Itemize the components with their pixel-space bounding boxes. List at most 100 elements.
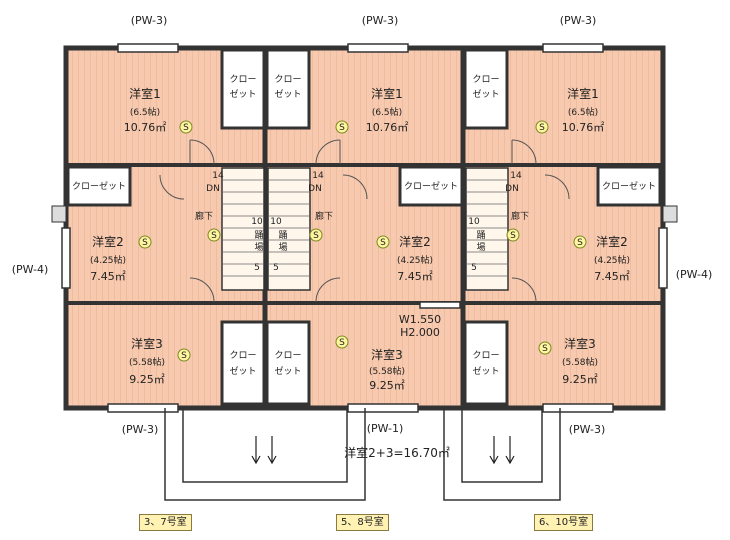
window-height: H2.000: [400, 326, 440, 339]
windows: [61, 43, 668, 413]
room2-unit-a: 洋室2 (4.25帖) 7.45㎡: [90, 234, 126, 283]
svg-text:クローゼット: クローゼット: [602, 180, 656, 192]
svg-text:7.45㎡: 7.45㎡: [594, 270, 630, 283]
window-label-top-right: (PW-3): [560, 14, 597, 27]
room1-unit-b: 洋室1 (6.5帖) 10.76㎡: [366, 86, 409, 134]
staircases: [221, 167, 509, 291]
svg-text:廊下: 廊下: [195, 210, 213, 222]
unit-tag-left: 3、7号室: [139, 514, 192, 531]
svg-text:洋室1: 洋室1: [567, 86, 599, 101]
svg-text:DN: DN: [206, 184, 220, 194]
svg-text:洋室2: 洋室2: [399, 234, 431, 249]
outlet-s: S: [313, 231, 319, 241]
svg-text:ゼット: ゼット: [472, 365, 499, 377]
room2-unit-c: 洋室2 (4.25帖) 7.45㎡: [594, 234, 630, 283]
svg-text:踊: 踊: [476, 230, 485, 241]
svg-text:9.25㎡: 9.25㎡: [369, 379, 405, 392]
room1-unit-a: 洋室1 (6.5帖) 10.76㎡: [124, 86, 167, 134]
outlet-s: S: [539, 123, 545, 133]
svg-text:ゼット: ゼット: [274, 365, 301, 377]
svg-text:10: 10: [251, 217, 263, 227]
window-width: W1.550: [399, 313, 441, 326]
window-label-bottom-center: (PW-1): [367, 422, 404, 435]
svg-text:(4.25帖): (4.25帖): [594, 254, 630, 266]
svg-text:(4.25帖): (4.25帖): [397, 254, 433, 266]
svg-text:クロー: クロー: [274, 74, 301, 85]
svg-text:場: 場: [278, 241, 287, 253]
closets-bottom: [220, 320, 509, 406]
entrance-porches: [164, 408, 561, 501]
svg-text:10: 10: [468, 217, 480, 227]
room1-unit-c: 洋室1 (6.5帖) 10.76㎡: [562, 86, 605, 134]
svg-text:洋室3: 洋室3: [131, 336, 163, 351]
svg-text:9.25㎡: 9.25㎡: [562, 373, 598, 386]
svg-text:洋室1: 洋室1: [371, 86, 403, 101]
svg-text:10.76㎡: 10.76㎡: [366, 121, 409, 134]
stair-treads: [222, 179, 508, 277]
window-label-bottom-left: (PW-3): [122, 423, 159, 436]
hall-labels: 廊下 廊下 廊下 DN DN DN: [195, 184, 529, 222]
svg-text:(4.25帖): (4.25帖): [90, 254, 126, 266]
entrance-arrows: [251, 436, 515, 465]
svg-text:14: 14: [212, 171, 224, 181]
svg-text:踊: 踊: [278, 230, 287, 241]
svg-text:7.45㎡: 7.45㎡: [397, 270, 433, 283]
svg-text:10: 10: [270, 217, 282, 227]
svg-text:ゼット: ゼット: [274, 88, 301, 100]
room3-unit-c: 洋室3 (5.58帖) 9.25㎡: [562, 336, 598, 386]
unit-tag-center: 5、8号室: [336, 514, 389, 531]
svg-text:7.45㎡: 7.45㎡: [90, 270, 126, 283]
svg-text:クロー: クロー: [472, 74, 499, 85]
svg-text:5: 5: [273, 263, 279, 273]
svg-text:クロー: クロー: [274, 350, 301, 361]
svg-text:クローゼット: クローゼット: [404, 180, 458, 192]
svg-text:(6.5帖): (6.5帖): [568, 106, 598, 118]
svg-text:DN: DN: [505, 184, 519, 194]
room3-unit-a: 洋室3 (5.58帖) 9.25㎡: [129, 336, 165, 386]
svg-text:廊下: 廊下: [315, 210, 333, 222]
window-label-right: (PW-4): [676, 268, 713, 281]
svg-text:クローゼット: クローゼット: [72, 180, 126, 192]
outlet-s: S: [380, 238, 386, 248]
svg-text:場: 場: [476, 241, 485, 253]
svg-text:(5.58帖): (5.58帖): [369, 365, 405, 377]
svg-text:洋室2: 洋室2: [596, 234, 628, 249]
outlet-s: S: [142, 238, 148, 248]
unit-tag-right: 6、10号室: [534, 514, 594, 531]
svg-text:5: 5: [471, 263, 477, 273]
outlet-markers: [138, 120, 587, 362]
outlet-s: S: [339, 338, 345, 348]
svg-text:廊下: 廊下: [511, 210, 529, 222]
svg-text:場: 場: [254, 241, 263, 253]
outlet-s: S: [577, 238, 583, 248]
window-label-bottom-right: (PW-3): [569, 423, 606, 436]
svg-text:14: 14: [510, 171, 522, 181]
svg-text:洋室3: 洋室3: [564, 336, 596, 351]
svg-text:クロー: クロー: [229, 350, 256, 361]
room3-unit-b: 洋室3 (5.58帖) 9.25㎡: [369, 347, 405, 392]
window-label-top-center: (PW-3): [362, 14, 399, 27]
outlet-s: S: [510, 231, 516, 241]
closets-mid: [66, 165, 662, 207]
door-swings: [159, 139, 570, 303]
outlet-letters: S S S S S S S S S S S S: [142, 123, 583, 361]
window-label-top-left: (PW-3): [131, 14, 168, 27]
svg-text:10.76㎡: 10.76㎡: [124, 121, 167, 134]
room2-unit-b: 洋室2 (4.25帖) 7.45㎡: [397, 234, 433, 283]
svg-text:(5.58帖): (5.58帖): [129, 356, 165, 368]
outlet-s: S: [339, 123, 345, 133]
outlet-s: S: [211, 231, 217, 241]
svg-text:ゼット: ゼット: [472, 88, 499, 100]
outlet-s: S: [542, 344, 548, 354]
svg-text:ゼット: ゼット: [229, 88, 256, 100]
svg-text:洋室3: 洋室3: [371, 347, 403, 362]
svg-text:9.25㎡: 9.25㎡: [129, 373, 165, 386]
svg-text:踊: 踊: [254, 230, 263, 241]
stair-labels: 14 14 14 10 10 10 5 5 5 踊 場 踊 場 踊 場: [212, 171, 522, 273]
outdoor-units: [51, 205, 678, 223]
combined-area: 洋室2+3=16.70㎡: [344, 445, 450, 460]
closet-labels: クロー ゼット クロー ゼット クロー ゼット クローゼット クローゼット クロ…: [72, 74, 656, 377]
window-label-left: (PW-4): [12, 263, 49, 276]
svg-text:5: 5: [254, 263, 260, 273]
